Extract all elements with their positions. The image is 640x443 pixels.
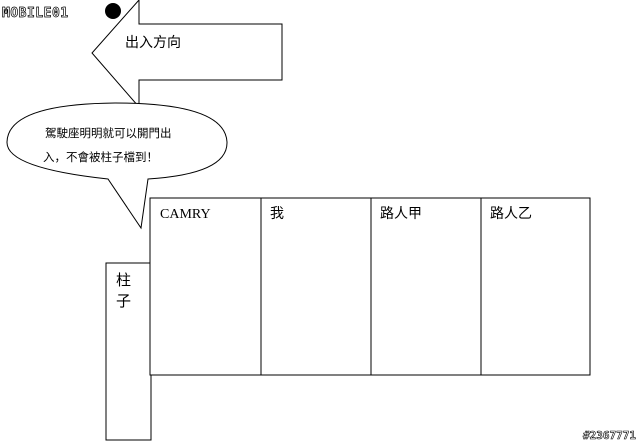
callout-line-2: 入，不會被柱子檔到！ xyxy=(43,150,158,164)
space-label-passerby-b: 路人乙 xyxy=(490,206,532,222)
pillar-char-2: 子 xyxy=(116,292,131,310)
logo-badge-icon xyxy=(105,3,121,19)
direction-arrow: 出入方向 xyxy=(91,0,283,109)
parking-row-outline xyxy=(149,197,591,376)
left-arrow-icon xyxy=(91,0,283,109)
speech-bubble-shape xyxy=(6,102,228,230)
space-label-passerby-a: 路人甲 xyxy=(380,206,422,222)
mobile01-logo: MOBILE01 xyxy=(2,3,121,21)
pillar-char-1: 柱 xyxy=(116,271,131,289)
callout-line-1: 駕駛座明明就可以開門出 xyxy=(45,126,172,140)
watermark-id: #2367771 xyxy=(583,429,636,442)
space-label-me: 我 xyxy=(270,206,284,222)
callout-bubble: 駕駛座明明就可以開門出 入，不會被柱子檔到！ xyxy=(6,102,228,230)
logo-text: MOBILE01 xyxy=(2,6,69,21)
arrow-label: 出入方向 xyxy=(125,35,181,51)
pillar: 柱 子 xyxy=(105,262,152,441)
parking-spaces: CAMRY 我 路人甲 路人乙 xyxy=(149,197,591,376)
space-label-camry: CAMRY xyxy=(160,207,211,222)
pillar-box xyxy=(105,262,152,441)
